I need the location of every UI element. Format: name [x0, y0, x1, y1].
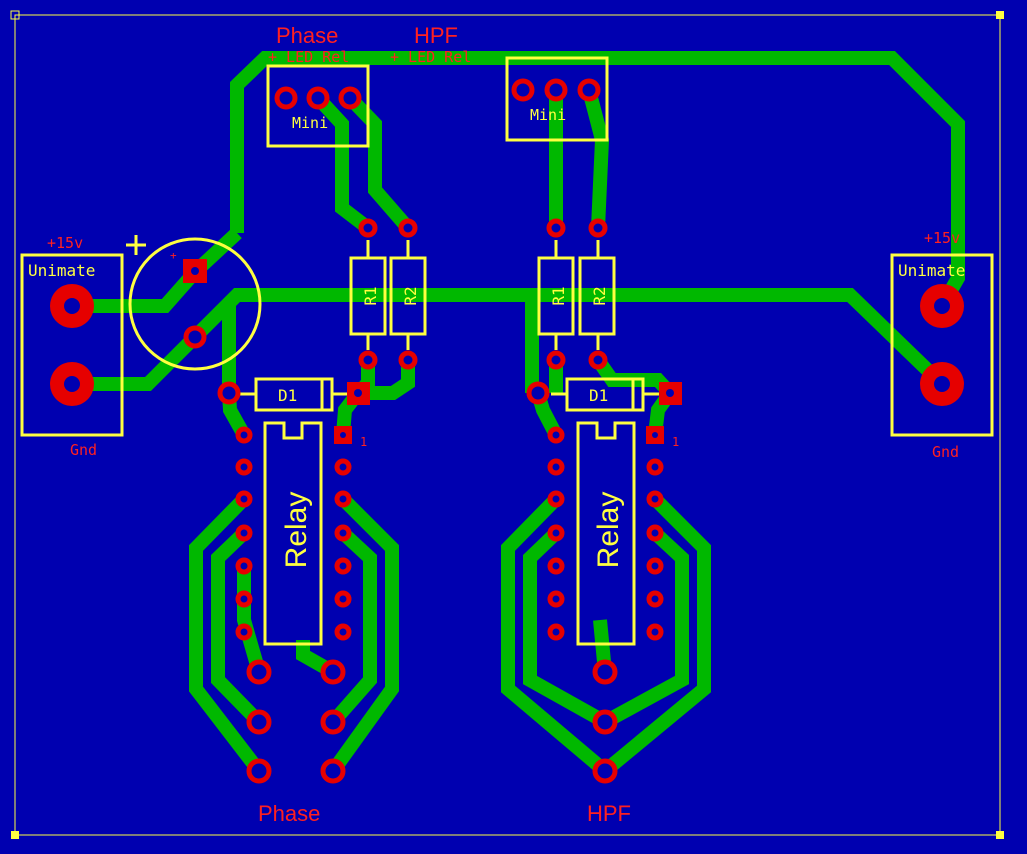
capacitor-pin-plus: +: [170, 249, 177, 262]
trace-ra-4: [327, 494, 399, 776]
corner-marker-tr: [996, 11, 1004, 19]
silkscreen: [20, 56, 994, 646]
board-outline: [14, 14, 1001, 836]
trace-mini-a-r1: [312, 93, 373, 234]
mini-b-outline: [505, 56, 609, 142]
trace-rb-3: [600, 494, 711, 777]
unimate-right-gnd-label: Gnd: [932, 443, 959, 461]
d1-a-label: D1: [278, 386, 297, 405]
capacitor-plus-mark: [126, 235, 146, 255]
unimate-left-outline: [20, 253, 124, 437]
trace-left-15v: [72, 227, 242, 313]
trace-r2a-d1: [358, 360, 415, 400]
corner-marker-br: [996, 831, 1004, 839]
trace-mini-b-r2: [582, 88, 610, 229]
trace-rb-1: [501, 494, 610, 777]
bottom-label-phase: Phase: [258, 801, 320, 826]
r2-b-label: R2: [590, 286, 609, 305]
mini-a-label: Mini: [292, 114, 328, 132]
relay-a-label: Relay: [280, 492, 313, 569]
trace-gnd-rail: [72, 288, 947, 391]
trace-ra-5: [327, 527, 377, 727]
led-rel-label-2: + LED Rel: [390, 48, 471, 66]
corner-marker-tl: [10, 10, 20, 20]
relay-a-pin1-label: 1: [360, 435, 367, 449]
unimate-right-15v-label: +15v: [924, 229, 960, 247]
d1-b-label: D1: [589, 386, 608, 405]
unimate-right-name: Unimate: [898, 261, 965, 280]
trace-rb-4: [601, 527, 689, 729]
relay-a-outline: [263, 421, 323, 646]
traces: [72, 51, 965, 777]
trace-ra-2: [211, 527, 265, 727]
relay-b-outline: [576, 421, 636, 646]
capacitor-outline: [128, 237, 262, 371]
trace-ra-1: [189, 494, 265, 776]
top-label-hpf: HPF: [414, 23, 458, 48]
unimate-left-15v-label: +15v: [47, 234, 83, 252]
led-rel-label-1: + LED Rel: [268, 48, 349, 66]
top-label-phase: Phase: [276, 23, 338, 48]
trace-mini-a-r2: [344, 93, 414, 233]
trace-ra-3: [237, 566, 266, 674]
relay-b-label: Relay: [592, 492, 625, 569]
r2-a-label: R2: [401, 286, 420, 305]
pads: [50, 78, 964, 784]
unimate-right-outline: [890, 253, 994, 437]
unimate-left-name: Unimate: [28, 261, 95, 280]
bottom-label-hpf: HPF: [587, 801, 631, 826]
corner-marker-bl: [11, 831, 19, 839]
unimate-left-gnd-label: Gnd: [70, 441, 97, 459]
mini-a-outline: [266, 64, 370, 148]
r1-b-label: R1: [549, 286, 568, 305]
relay-b-pin1-label: 1: [672, 435, 679, 449]
mini-b-label: Mini: [530, 106, 566, 124]
r1-a-label: R1: [361, 286, 380, 305]
trace-rb-2: [523, 527, 609, 729]
trace-top-rail: [230, 51, 965, 310]
